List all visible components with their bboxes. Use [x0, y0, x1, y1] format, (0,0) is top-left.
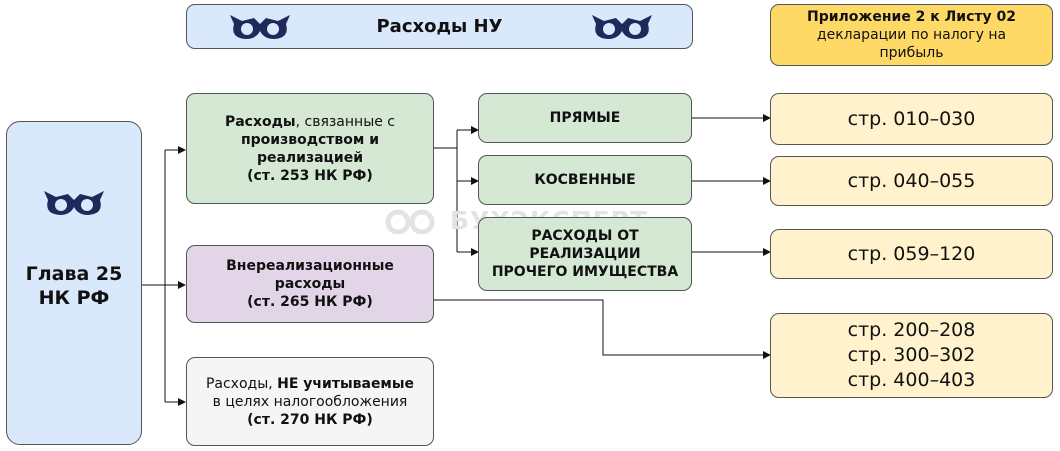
chapter-box — [6, 121, 142, 445]
lines-010-030-box: стр. 010–030 — [770, 93, 1053, 145]
lines-059-120: стр. 059–120 — [847, 242, 976, 265]
indirect-label: КОСВЕННЫЕ — [534, 172, 636, 188]
property-sale-expenses-box: РАСХОДЫ ОТ РЕАЛИЗАЦИИ ПРОЧЕГО ИМУЩЕСТВА — [478, 217, 692, 291]
excluded-line3: (ст. 270 НК РФ) — [247, 411, 373, 428]
owl-logo-icon — [230, 15, 290, 39]
direct-expenses-box: ПРЯМЫЕ — [478, 93, 692, 143]
nonsales-expenses-box: Внереализационные расходы (ст. 265 НК РФ… — [186, 245, 434, 323]
nonsales-line3: (ст. 265 НК РФ) — [247, 294, 373, 310]
property-line2: РЕАЛИЗАЦИИ — [529, 246, 641, 262]
direct-label: ПРЯМЫЕ — [549, 110, 621, 126]
chapter-label: Глава 25 НК РФ — [6, 262, 142, 310]
production-line4: (ст. 253 НК РФ) — [247, 167, 373, 184]
lines-010-030: стр. 010–030 — [847, 107, 976, 130]
chapter-line2: НК РФ — [38, 287, 110, 309]
property-line1: РАСХОДЫ ОТ — [531, 228, 639, 244]
lines-200-403-box: стр. 200–208 стр. 300–302 стр. 400–403 — [770, 313, 1053, 398]
lines-200-208: стр. 200–208 — [847, 319, 976, 341]
lines-040-055: стр. 040–055 — [847, 169, 976, 192]
excluded-expenses-box: Расходы, НЕ учитываемые в целях налогооб… — [186, 357, 434, 446]
production-expenses-box: Расходы, связанные с производством и реа… — [186, 93, 434, 204]
owl-logo-icon — [592, 15, 652, 39]
page-title: Расходы НУ — [376, 16, 503, 37]
lines-300-302: стр. 300–302 — [847, 344, 976, 366]
production-line1-normal: , связанные с — [295, 113, 396, 130]
arrow-nonsales-lines — [434, 299, 771, 359]
indirect-expenses-box: КОСВЕННЫЕ — [478, 155, 692, 205]
chapter-line1: Глава 25 — [25, 263, 123, 285]
appendix-line2: декларации по налогу на — [816, 27, 1007, 43]
watermark-owl-icon — [385, 209, 435, 234]
lines-040-055-box: стр. 040–055 — [770, 156, 1053, 206]
excluded-line1-bold: НЕ учитываемые — [277, 375, 415, 392]
owl-logo-icon — [44, 191, 104, 215]
nonsales-line1: Внереализационные — [226, 258, 394, 274]
production-line2: производством и — [240, 131, 380, 148]
lines-400-403: стр. 400–403 — [847, 369, 976, 391]
appendix-line3: прибыль — [879, 45, 944, 61]
nonsales-line2: расходы — [274, 276, 346, 292]
production-line1-bold: Расходы — [224, 113, 296, 130]
excluded-line2: в целях налогообложения — [212, 393, 408, 410]
production-line3: реализацией — [256, 149, 364, 166]
property-line3: ПРОЧЕГО ИМУЩЕСТВА — [491, 264, 679, 280]
appendix-line1: Приложение 2 к Листу 02 — [806, 9, 1017, 25]
appendix-box: Приложение 2 к Листу 02 декларации по на… — [770, 4, 1053, 66]
excluded-line1-normal: Расходы, — [205, 375, 278, 392]
lines-059-120-box: стр. 059–120 — [770, 229, 1053, 279]
